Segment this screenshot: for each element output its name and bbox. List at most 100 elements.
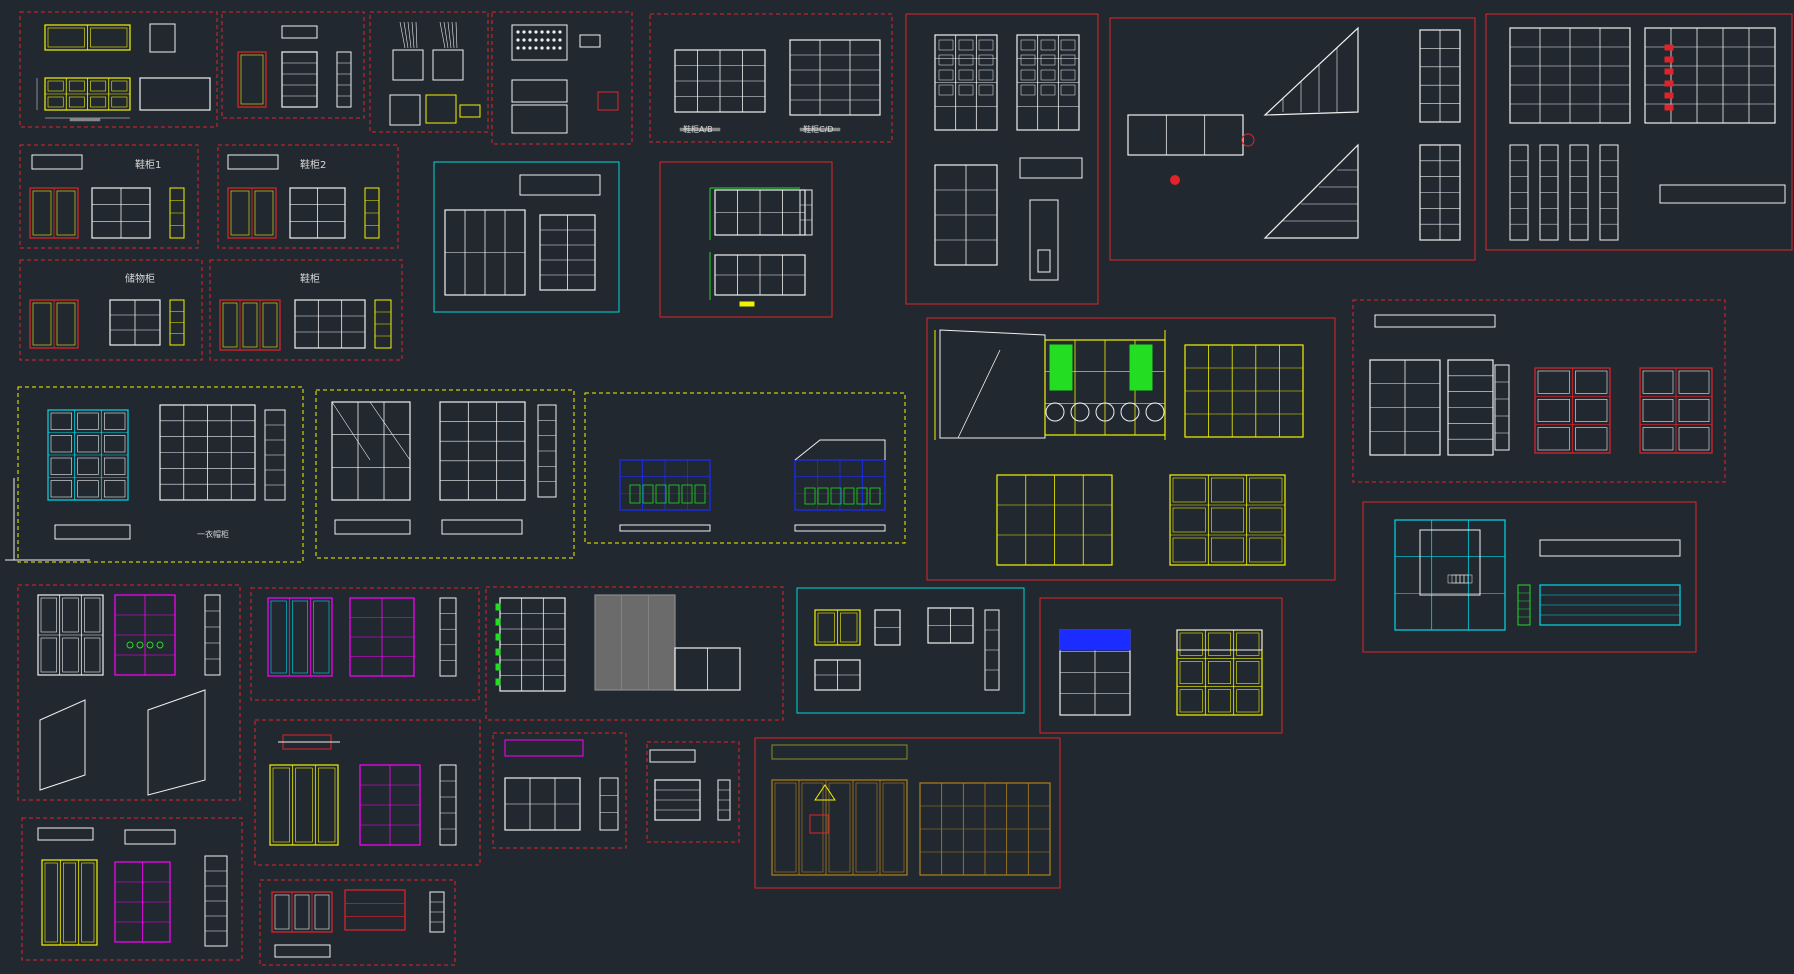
sheet-frame: 一衣帽柜: [5, 386, 304, 563]
cabinet-elevation: [1127, 114, 1244, 156]
sheet-frame: [250, 587, 480, 701]
cabinet-elevation: [359, 764, 421, 846]
cabinet-side-view: [336, 51, 352, 108]
cabinet-side-view: [1517, 584, 1531, 626]
cabinet-elevation: [44, 24, 131, 51]
cabinet-side-view: [204, 855, 228, 947]
cabinet-side-view: [717, 779, 731, 821]
cabinet-iso: [39, 699, 86, 791]
cabinet-side-view: [439, 764, 457, 846]
cabinet-side-view: [1509, 144, 1529, 241]
sheet-label: 鞋柜C/D: [803, 124, 833, 134]
sheet-label: 鞋柜: [300, 272, 320, 285]
cabinet-elevation: [36, 77, 131, 119]
sheet-frame: [926, 317, 1336, 581]
round-door: [1120, 402, 1140, 422]
section-marker: [1241, 133, 1255, 147]
sheet-frame: [1362, 501, 1697, 653]
cabinet-elevation: [29, 187, 79, 239]
cabinet-elevation: [1447, 359, 1494, 456]
cabinet-elevation: [1176, 629, 1263, 716]
cabinet-elevation: [771, 779, 908, 876]
sheet-frame: [221, 11, 365, 119]
cabinet-elevation: [504, 777, 581, 831]
sheet-frame: 鞋柜2: [217, 144, 399, 249]
cabinet-side-view: [1569, 144, 1589, 241]
cabinet-elevation: [594, 594, 676, 691]
stair-cabinet: [1263, 143, 1359, 239]
sheet-frame: [315, 389, 575, 559]
cabinet-elevation: [934, 164, 998, 266]
cabinet-iso: [147, 689, 206, 796]
cabinet-elevation: [269, 764, 339, 846]
cabinet-elevation: [919, 782, 1051, 876]
cabinet-elevation: [109, 299, 161, 346]
cabinet-elevation: [814, 659, 861, 691]
cabinet-elevation: [714, 254, 806, 296]
sheet-frame: [17, 584, 241, 801]
ornament: [126, 641, 134, 649]
cabinet-side-view: [169, 299, 185, 346]
sheet-frame: [485, 586, 784, 721]
cabinet-elevation: [271, 891, 333, 933]
stair-cabinet: [1263, 26, 1359, 116]
cabinet-elevation: [1419, 144, 1461, 241]
cabinet-side-view: [537, 404, 557, 498]
cabinet-side-view: [799, 189, 813, 236]
sheet-frame: [259, 879, 456, 966]
cabinet-elevation: [1644, 27, 1776, 124]
ornament: [156, 641, 164, 649]
cabinet-elevation: [814, 609, 861, 646]
annotation-group: 鞋柜A/B 鞋柜C/D: [683, 124, 833, 134]
sheet-frame: [19, 11, 218, 128]
cornice: [794, 439, 886, 461]
cabinet-elevation: [499, 597, 566, 692]
sheet-frame: [1109, 17, 1476, 261]
sheet-label: 鞋柜A/B: [683, 124, 713, 134]
cabinet-elevation: [1534, 367, 1611, 454]
cabinet-elevation: [139, 77, 211, 111]
sheet-label: 鞋柜1: [135, 158, 161, 171]
cabinet-elevation: [114, 594, 176, 676]
cabinet-side-view: [1539, 144, 1559, 241]
cabinet-elevation: [29, 299, 79, 349]
sheet-frame: [796, 587, 1025, 714]
cabinet-side-view: [1599, 144, 1619, 241]
cabinet-elevation: [654, 779, 701, 821]
cabinet-elevation: [1419, 29, 1461, 123]
cabinet-side-view: [374, 299, 392, 349]
sheet-frame: [754, 737, 1061, 889]
round-door: [1095, 402, 1115, 422]
round-door: [1045, 402, 1065, 422]
cabinet-elevation: [91, 187, 151, 239]
sheet-frame: [369, 11, 489, 133]
cabinet-elevation: [927, 607, 974, 644]
cabinet-elevation: [789, 39, 881, 116]
cabinet-elevation: [114, 861, 171, 943]
cabinet-elevation: [267, 597, 333, 677]
cabinet-elevation: [47, 409, 129, 501]
cabinet-elevation: [1016, 34, 1080, 131]
cabinet-elevation: [714, 189, 806, 236]
cabinet-side-view: [439, 597, 457, 677]
cabinet-elevation: [331, 401, 411, 501]
cabinet-elevation: [237, 51, 267, 108]
sheet-frame: [1485, 13, 1793, 251]
cabinet-elevation: [1639, 367, 1713, 454]
cabinet-side-view: [599, 777, 619, 831]
ornament: [136, 641, 144, 649]
ornament: [146, 641, 154, 649]
cabinet-elevation: [439, 401, 526, 501]
cabinet-elevation: [674, 647, 741, 691]
sheet-frame: [433, 161, 620, 313]
cabinet-elevation: [444, 209, 526, 296]
cabinet-elevation: [539, 214, 596, 291]
cabinet-side-view: [429, 891, 445, 933]
sheet-label: 鞋柜2: [300, 158, 326, 171]
cabinet-elevation: [37, 594, 104, 676]
cabinet-side-view: [204, 594, 221, 676]
cabinet-elevation: [219, 299, 281, 351]
sheet-label: 储物柜: [125, 272, 155, 285]
cabinet-elevation: [874, 609, 901, 646]
